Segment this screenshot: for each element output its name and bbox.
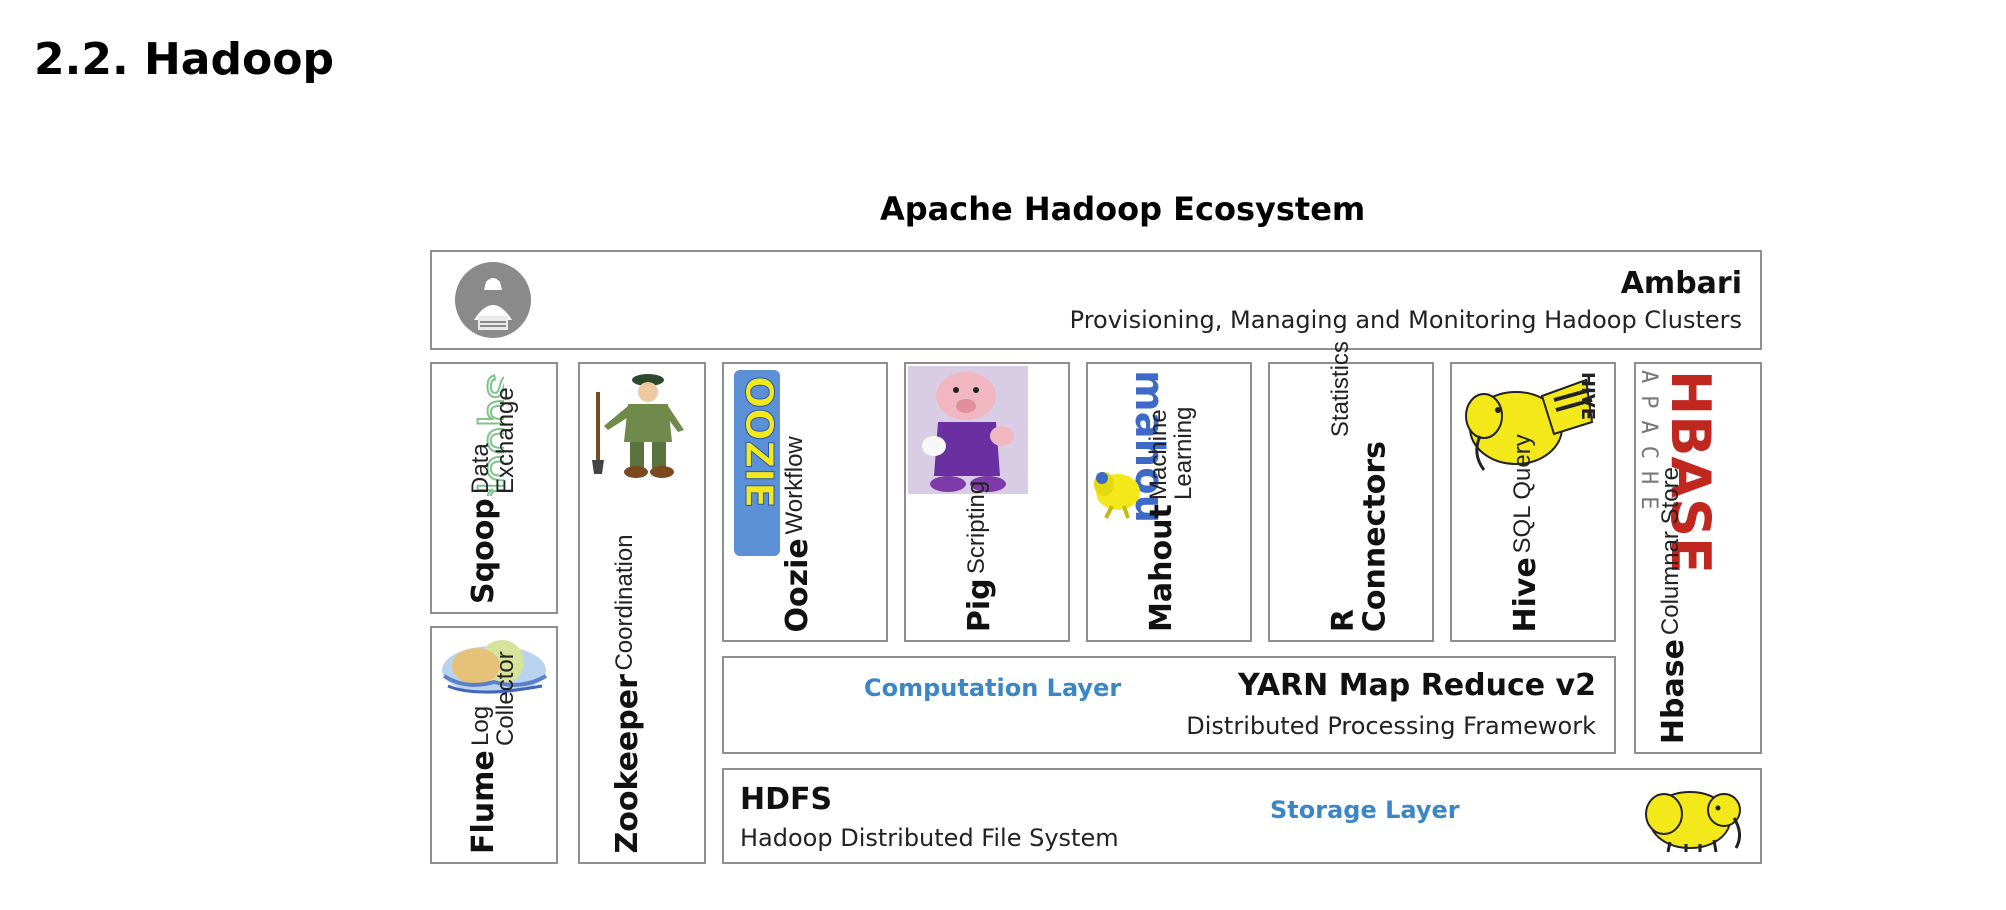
hdfs-description: Hadoop Distributed File System [740, 824, 1119, 852]
r-connectors-description: Statistics [1327, 340, 1354, 437]
oozie-logo-text: OOZIE [737, 376, 781, 508]
hive-logo-text: HIVE [1577, 372, 1598, 420]
hive-name: Hive [1508, 556, 1543, 632]
sqoop-name: Sqoop [466, 498, 501, 604]
zookeeper-box: Zookeeper Coordination [578, 362, 706, 864]
hbase-box: APACHE HBASE Hbase Columnar Store [1634, 362, 1762, 754]
hbase-description: Columnar Store [1657, 466, 1684, 635]
hbase-logo-large-text: HBASE [1659, 370, 1722, 574]
oozie-box: OOZIE Oozie Workflow [722, 362, 888, 642]
ambari-description: Provisioning, Managing and Monitoring Ha… [1069, 306, 1742, 334]
hdfs-name: HDFS [740, 782, 833, 817]
oozie-logo: OOZIE [734, 370, 782, 556]
pig-description: Scripting [963, 480, 990, 575]
oozie-name: Oozie [780, 537, 815, 632]
ambari-name: Ambari [1620, 266, 1742, 301]
hbase-logo-small-text: APACHE [1638, 370, 1661, 521]
zookeeper-name: Zookeeper [610, 674, 645, 854]
flume-logo [442, 640, 548, 694]
mahout-logo: mahout [1094, 370, 1172, 520]
sqoop-box: sqoop Sqoop Data Exchange [430, 362, 558, 614]
mahout-box: mahout Mahout Machine Learning [1086, 362, 1252, 642]
pig-name: Pig [962, 578, 997, 632]
hbase-logo: APACHE HBASE [1638, 370, 1722, 574]
page-heading: 2.2. Hadoop [34, 34, 334, 85]
yarn-description: Distributed Processing Framework [1186, 712, 1596, 740]
r-connectors-name: R Connectors [1326, 440, 1393, 632]
hive-logo: HIVE [1465, 372, 1598, 471]
sqoop-logo: sqoop [476, 373, 504, 496]
computation-layer-label: Computation Layer [864, 674, 1122, 702]
mahout-description: Machine Learning [1145, 406, 1198, 501]
hdfs-box: HDFS Hadoop Distributed File System Stor… [722, 768, 1762, 864]
ambari-box: Ambari Provisioning, Managing and Monito… [430, 250, 1762, 350]
hbase-name: Hbase [1656, 638, 1691, 744]
sqoop-logo-text: sqoop [477, 374, 504, 496]
diagram-title: Apache Hadoop Ecosystem [880, 190, 1366, 228]
zookeeper-description: Coordination [611, 534, 638, 671]
hive-box: HIVE Hive SQL Query [1450, 362, 1616, 642]
mahout-name: Mahout [1144, 504, 1179, 632]
r-connectors-box: R Connectors Statistics [1268, 341, 1434, 642]
sqoop-description: Data Exchange [467, 387, 520, 495]
oozie-description: Workflow [781, 435, 808, 534]
ambari-logo [455, 262, 531, 338]
zookeeper-keeper-figure [592, 374, 684, 478]
flume-box: Flume Log Collector [430, 626, 558, 864]
flume-description: Log Collector [467, 651, 520, 747]
pig-logo [908, 366, 1028, 494]
hive-description: SQL Query [1509, 433, 1536, 553]
yarn-name: YARN Map Reduce v2 [1237, 668, 1596, 703]
yarn-box: Computation Layer YARN Map Reduce v2 Dis… [722, 656, 1616, 754]
storage-layer-label: Storage Layer [1270, 796, 1460, 824]
flume-name: Flume [466, 750, 501, 854]
pig-box: Pig Scripting [904, 362, 1070, 642]
hadoop-elephant-logo [1645, 791, 1741, 853]
